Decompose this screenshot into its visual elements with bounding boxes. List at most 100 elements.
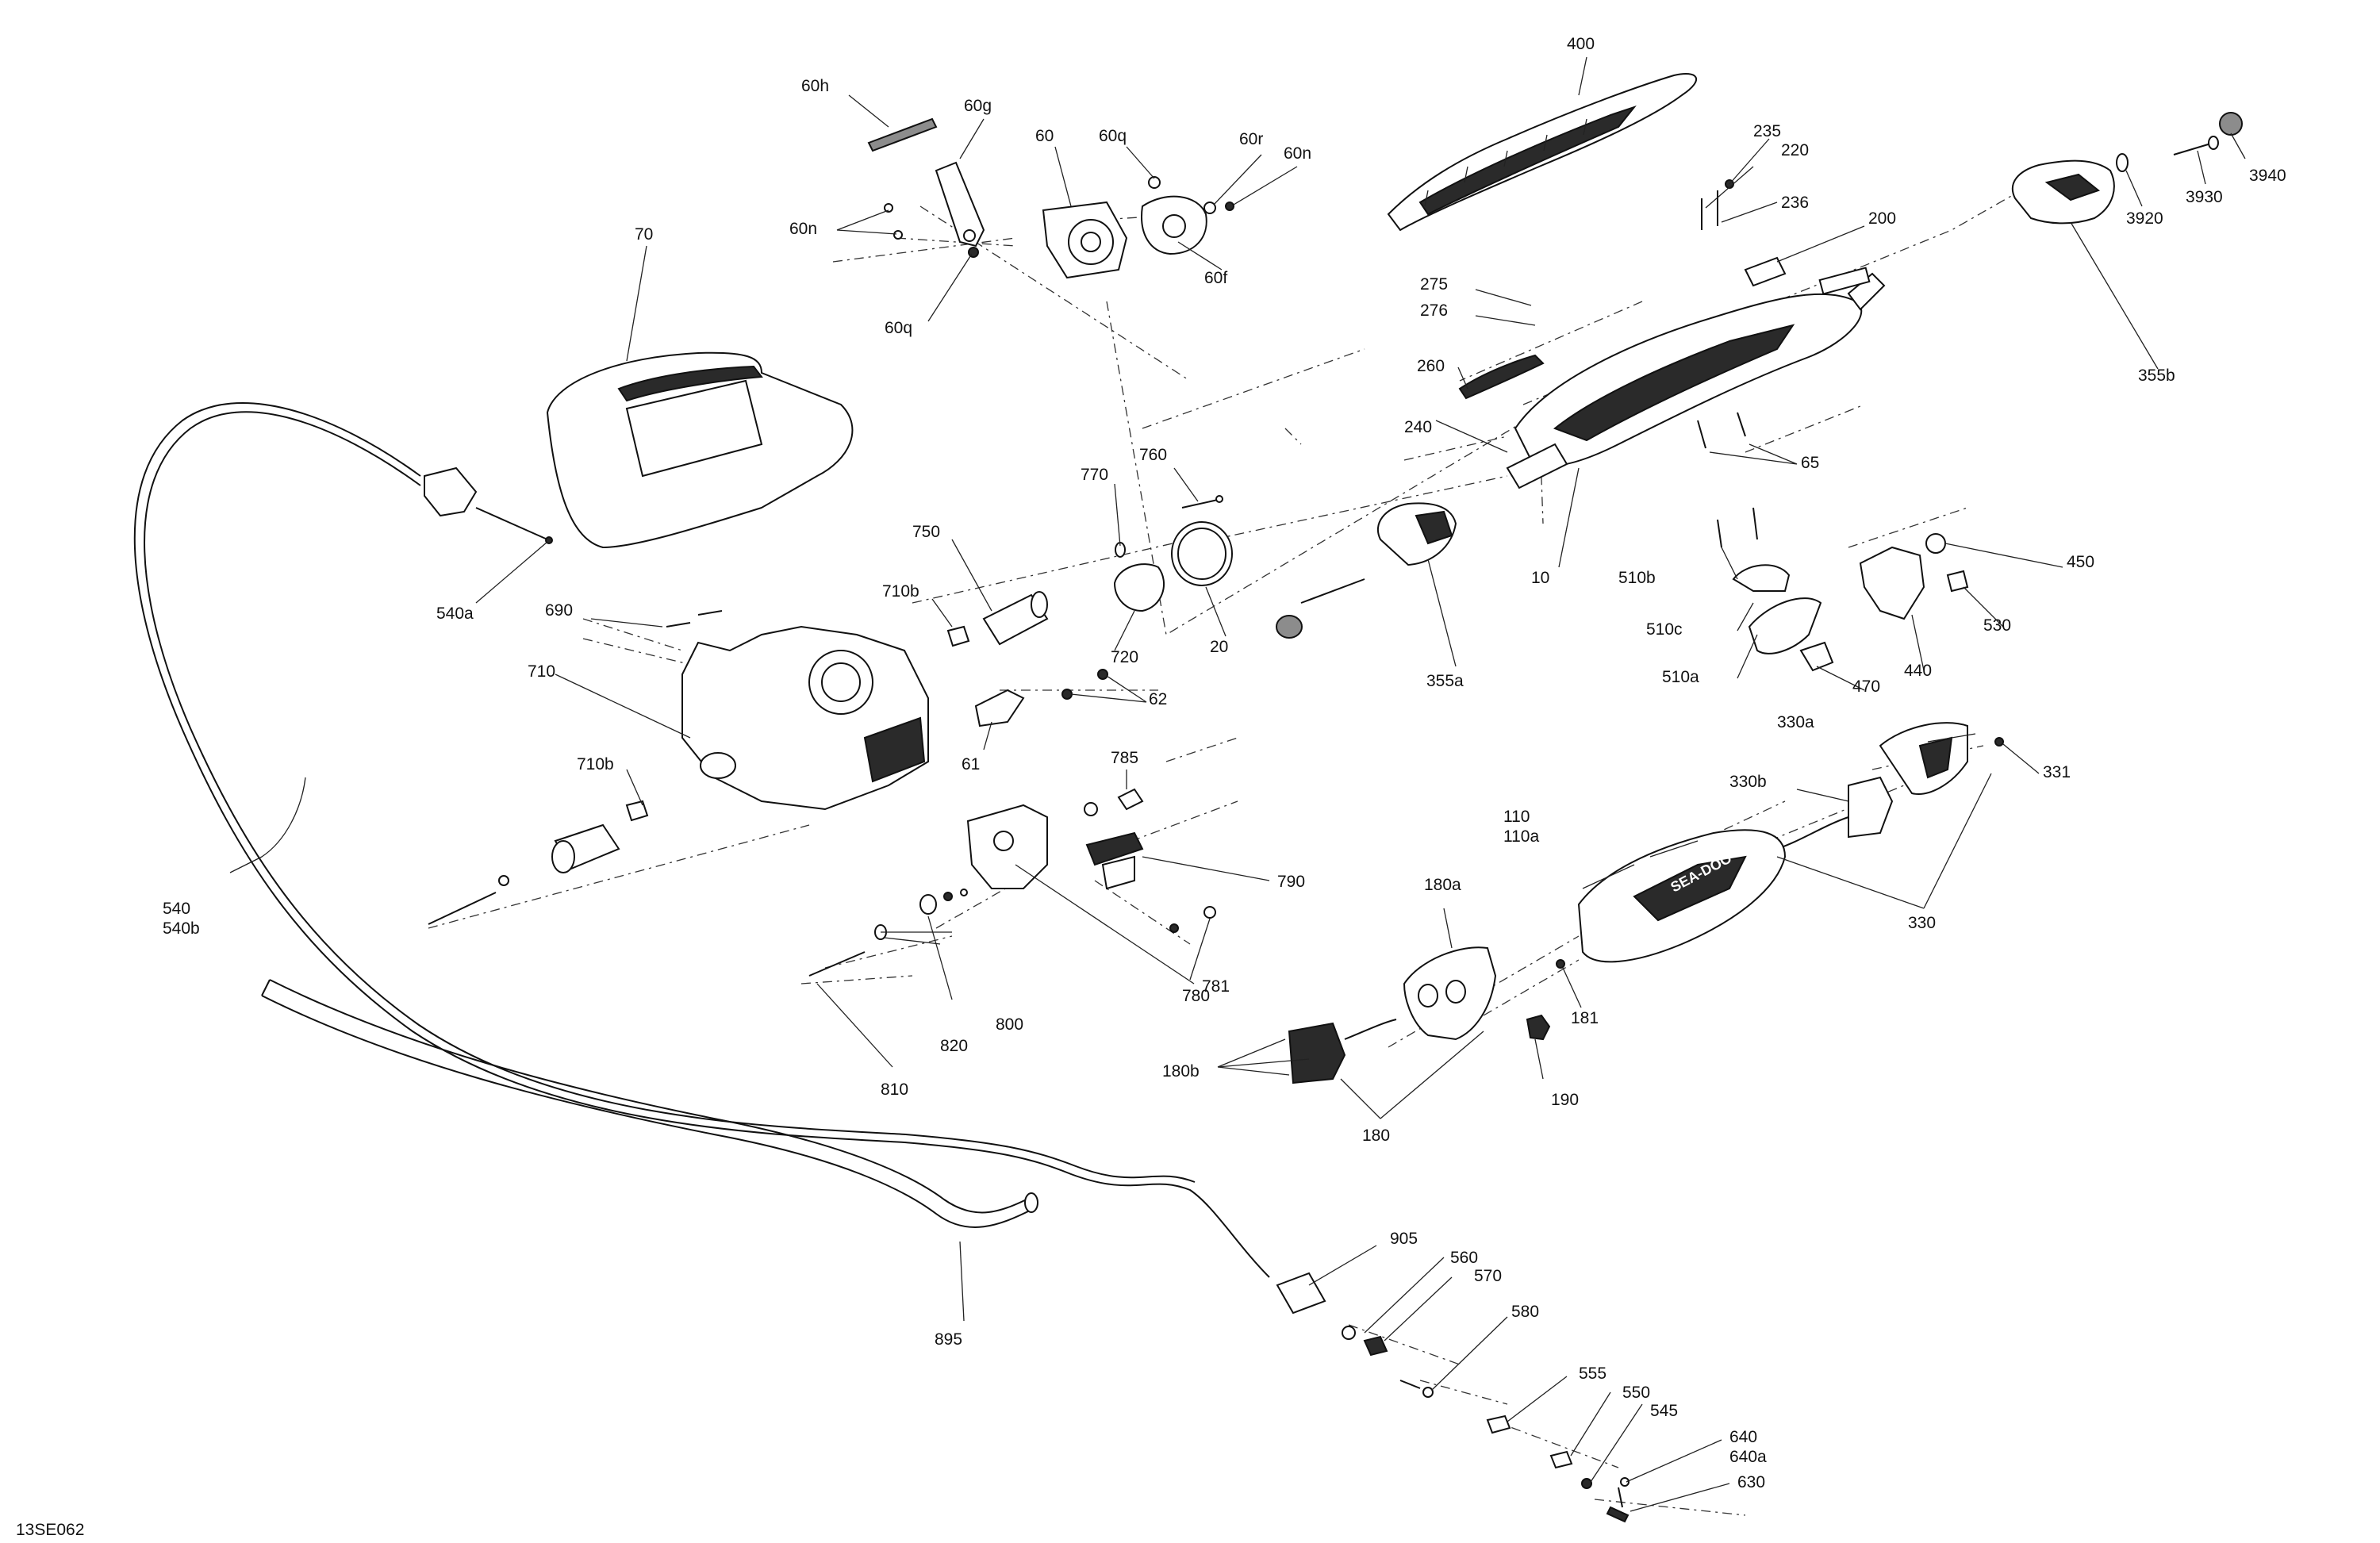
callout-555: 555	[1579, 1365, 1606, 1383]
callout-276: 276	[1420, 301, 1448, 320]
callout-110: 110	[1503, 808, 1530, 826]
callout-61: 61	[962, 755, 980, 773]
part-780-throttle-body	[966, 804, 1048, 889]
callout-60f: 60f	[1204, 269, 1227, 287]
callout-781: 781	[1202, 977, 1230, 996]
callout-60r: 60r	[1239, 130, 1263, 148]
drawing-code: 13SE062	[16, 1521, 84, 1539]
callout-3940: 3940	[2249, 167, 2286, 185]
callout-895: 895	[935, 1330, 962, 1349]
callout-3930: 3930	[2186, 188, 2223, 206]
callout-240: 240	[1404, 418, 1432, 436]
callout-10: 10	[1531, 569, 1549, 587]
callout-260: 260	[1417, 357, 1445, 375]
callout-450: 450	[2067, 553, 2094, 571]
callout-545: 545	[1650, 1402, 1678, 1420]
callout-330b: 330b	[1729, 773, 1767, 791]
part-20-ring	[1171, 521, 1233, 586]
part-60g-lever	[935, 161, 985, 248]
part-180a-switch-cover	[1403, 946, 1497, 1041]
part-790-module	[1085, 831, 1144, 890]
callout-710b-bottom: 710b	[577, 755, 614, 773]
screw-331	[1994, 737, 2004, 747]
callout-800: 800	[996, 1015, 1023, 1034]
part-540a-cable-adjuster	[424, 466, 553, 544]
part-785-connector	[1084, 788, 1144, 816]
part-60h-arm	[867, 117, 938, 152]
part-710b-bushing-top	[946, 625, 970, 647]
callout-65: 65	[1801, 454, 1819, 472]
part-545-nut	[1581, 1478, 1592, 1489]
part-630-clip	[1606, 1506, 1630, 1523]
screws-65	[1697, 412, 1746, 449]
screw-181	[1556, 959, 1565, 969]
callout-355b: 355b	[2138, 367, 2175, 385]
callout-530: 530	[1983, 616, 2011, 635]
callout-180b: 180b	[1162, 1062, 1200, 1080]
callout-70: 70	[635, 225, 653, 244]
callout-60n-left: 60n	[789, 220, 817, 238]
callout-331: 331	[2043, 763, 2071, 781]
callout-220: 220	[1781, 141, 1809, 159]
part-3920-3930-3940-end-cap	[2116, 112, 2243, 172]
part-355a-grip-left	[1276, 502, 1457, 639]
part-330b-switch	[1776, 776, 1894, 850]
part-110-center-pad: SEA-DOO	[1577, 829, 1787, 963]
part-260-lever	[1458, 354, 1545, 400]
callout-540: 540	[163, 900, 190, 918]
callout-820: 820	[940, 1037, 968, 1055]
callout-630: 630	[1737, 1473, 1765, 1491]
callout-236: 236	[1781, 194, 1809, 212]
callout-440: 440	[1904, 662, 1932, 680]
callout-470: 470	[1852, 677, 1880, 696]
callout-275: 275	[1420, 275, 1448, 294]
callout-780: 780	[1182, 987, 1210, 1005]
part-710-lower-housing	[681, 625, 929, 811]
part-440-switch	[1859, 546, 1925, 620]
callout-330: 330	[1908, 914, 1936, 932]
callout-60g: 60g	[964, 97, 992, 115]
part-450-cap	[1925, 533, 1946, 554]
callout-110a: 110a	[1503, 827, 1539, 846]
callout-710b-top: 710b	[882, 582, 919, 601]
part-60f-cover	[1141, 195, 1207, 255]
callout-510c: 510c	[1646, 620, 1683, 639]
callout-400: 400	[1567, 35, 1595, 53]
callout-60n-right: 60n	[1284, 144, 1311, 163]
part-60-switch-housing	[1042, 201, 1128, 279]
callout-690: 690	[545, 601, 573, 620]
callout-540a: 540a	[436, 605, 474, 623]
part-530-plug	[1946, 570, 1969, 593]
part-750-bushing	[982, 591, 1049, 646]
part-690-screws	[666, 610, 723, 628]
callout-190: 190	[1551, 1091, 1579, 1109]
part-61-clamp	[974, 689, 1025, 727]
part-810-bolt	[808, 951, 866, 977]
part-470-bracket	[1799, 641, 1834, 672]
throttle-cable-540	[133, 401, 1270, 1278]
callout-180a: 180a	[1424, 876, 1461, 894]
callout-330a: 330a	[1777, 713, 1814, 731]
callout-180: 180	[1362, 1127, 1390, 1145]
callout-570: 570	[1474, 1267, 1502, 1285]
callout-200: 200	[1868, 209, 1896, 228]
callout-750: 750	[912, 523, 940, 541]
callout-60q-bottom: 60q	[885, 319, 912, 337]
part-580-screw	[1399, 1380, 1434, 1398]
hose-895	[261, 979, 1038, 1228]
callout-580: 580	[1511, 1303, 1539, 1321]
callout-905: 905	[1390, 1230, 1418, 1248]
callout-62: 62	[1149, 690, 1167, 708]
callout-640a: 640a	[1729, 1448, 1767, 1466]
callout-355a: 355a	[1426, 672, 1464, 690]
part-400-upper-cover	[1387, 72, 1698, 232]
callout-760: 760	[1139, 446, 1167, 464]
screws-62	[1061, 669, 1108, 700]
callout-550: 550	[1622, 1384, 1650, 1402]
part-555-sleeve	[1486, 1414, 1511, 1434]
callout-540b: 540b	[163, 919, 200, 938]
part-70-display-housing	[546, 351, 854, 549]
part-550-sleeve	[1549, 1450, 1573, 1469]
callout-720: 720	[1111, 648, 1138, 666]
